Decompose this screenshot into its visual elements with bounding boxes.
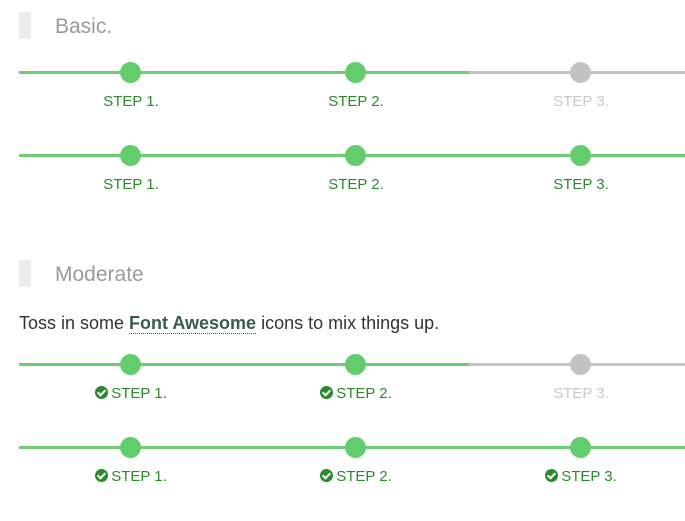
- step-label-text: STEP 2.: [336, 385, 392, 402]
- step-label: STEP 3.: [521, 386, 641, 401]
- step-dot: [570, 354, 591, 375]
- step-dot: [570, 437, 591, 458]
- step-label: STEP 3.: [553, 93, 609, 110]
- step-label-text: STEP 1.: [111, 468, 167, 485]
- step-dot: [345, 62, 366, 83]
- step-dot: [345, 354, 366, 375]
- step-label: STEP 2.: [328, 93, 384, 110]
- basic-progress-row-1: STEP 1. STEP 2. STEP 3.: [19, 62, 685, 112]
- step-dot: [345, 145, 366, 166]
- step-dot: [570, 145, 591, 166]
- step-label: STEP 1.: [71, 469, 191, 484]
- step-label: STEP 3.: [553, 176, 609, 193]
- step-label: STEP 1.: [103, 176, 159, 193]
- step-dot: [120, 145, 141, 166]
- moderate-intro-text: Toss in some Font Awesome icons to mix t…: [19, 313, 439, 335]
- step-label-text: STEP 2.: [336, 468, 392, 485]
- intro-text-before: Toss in some: [19, 313, 130, 333]
- step-label-text: STEP 3.: [553, 385, 609, 402]
- step-label: STEP 2.: [296, 386, 416, 401]
- step-label: STEP 2.: [328, 176, 384, 193]
- step-label: STEP 1.: [103, 93, 159, 110]
- check-circle-icon: [545, 469, 559, 482]
- moderate-heading: Moderate: [55, 263, 144, 286]
- check-circle-icon: [320, 469, 334, 482]
- step-dot: [120, 437, 141, 458]
- basic-progress-row-2: STEP 1. STEP 2. STEP 3.: [19, 145, 685, 195]
- basic-heading: Basic.: [55, 15, 113, 38]
- font-awesome-link[interactable]: Font Awesome: [129, 313, 257, 334]
- basic-heading-accent: [19, 12, 31, 39]
- progress-track-fill: [19, 363, 469, 366]
- moderate-progress-row-1: STEP 1. STEP 2. STEP 3.: [19, 354, 685, 404]
- moderate-heading-accent: [19, 260, 31, 287]
- check-circle-icon: [95, 386, 109, 399]
- check-circle-icon: [95, 469, 109, 482]
- step-label: STEP 3.: [521, 469, 641, 484]
- step-label: STEP 2.: [296, 469, 416, 484]
- step-label-text: STEP 1.: [111, 385, 167, 402]
- step-dot: [120, 354, 141, 375]
- progress-track-fill: [19, 71, 469, 74]
- step-dot: [120, 62, 141, 83]
- step-label: STEP 1.: [71, 386, 191, 401]
- check-circle-icon: [320, 386, 334, 399]
- step-dot: [570, 62, 591, 83]
- intro-text-after: icons to mix things up.: [256, 313, 440, 333]
- moderate-progress-row-2: STEP 1. STEP 2. STEP 3.: [19, 437, 685, 487]
- step-dot: [345, 437, 366, 458]
- step-label-text: STEP 3.: [561, 468, 617, 485]
